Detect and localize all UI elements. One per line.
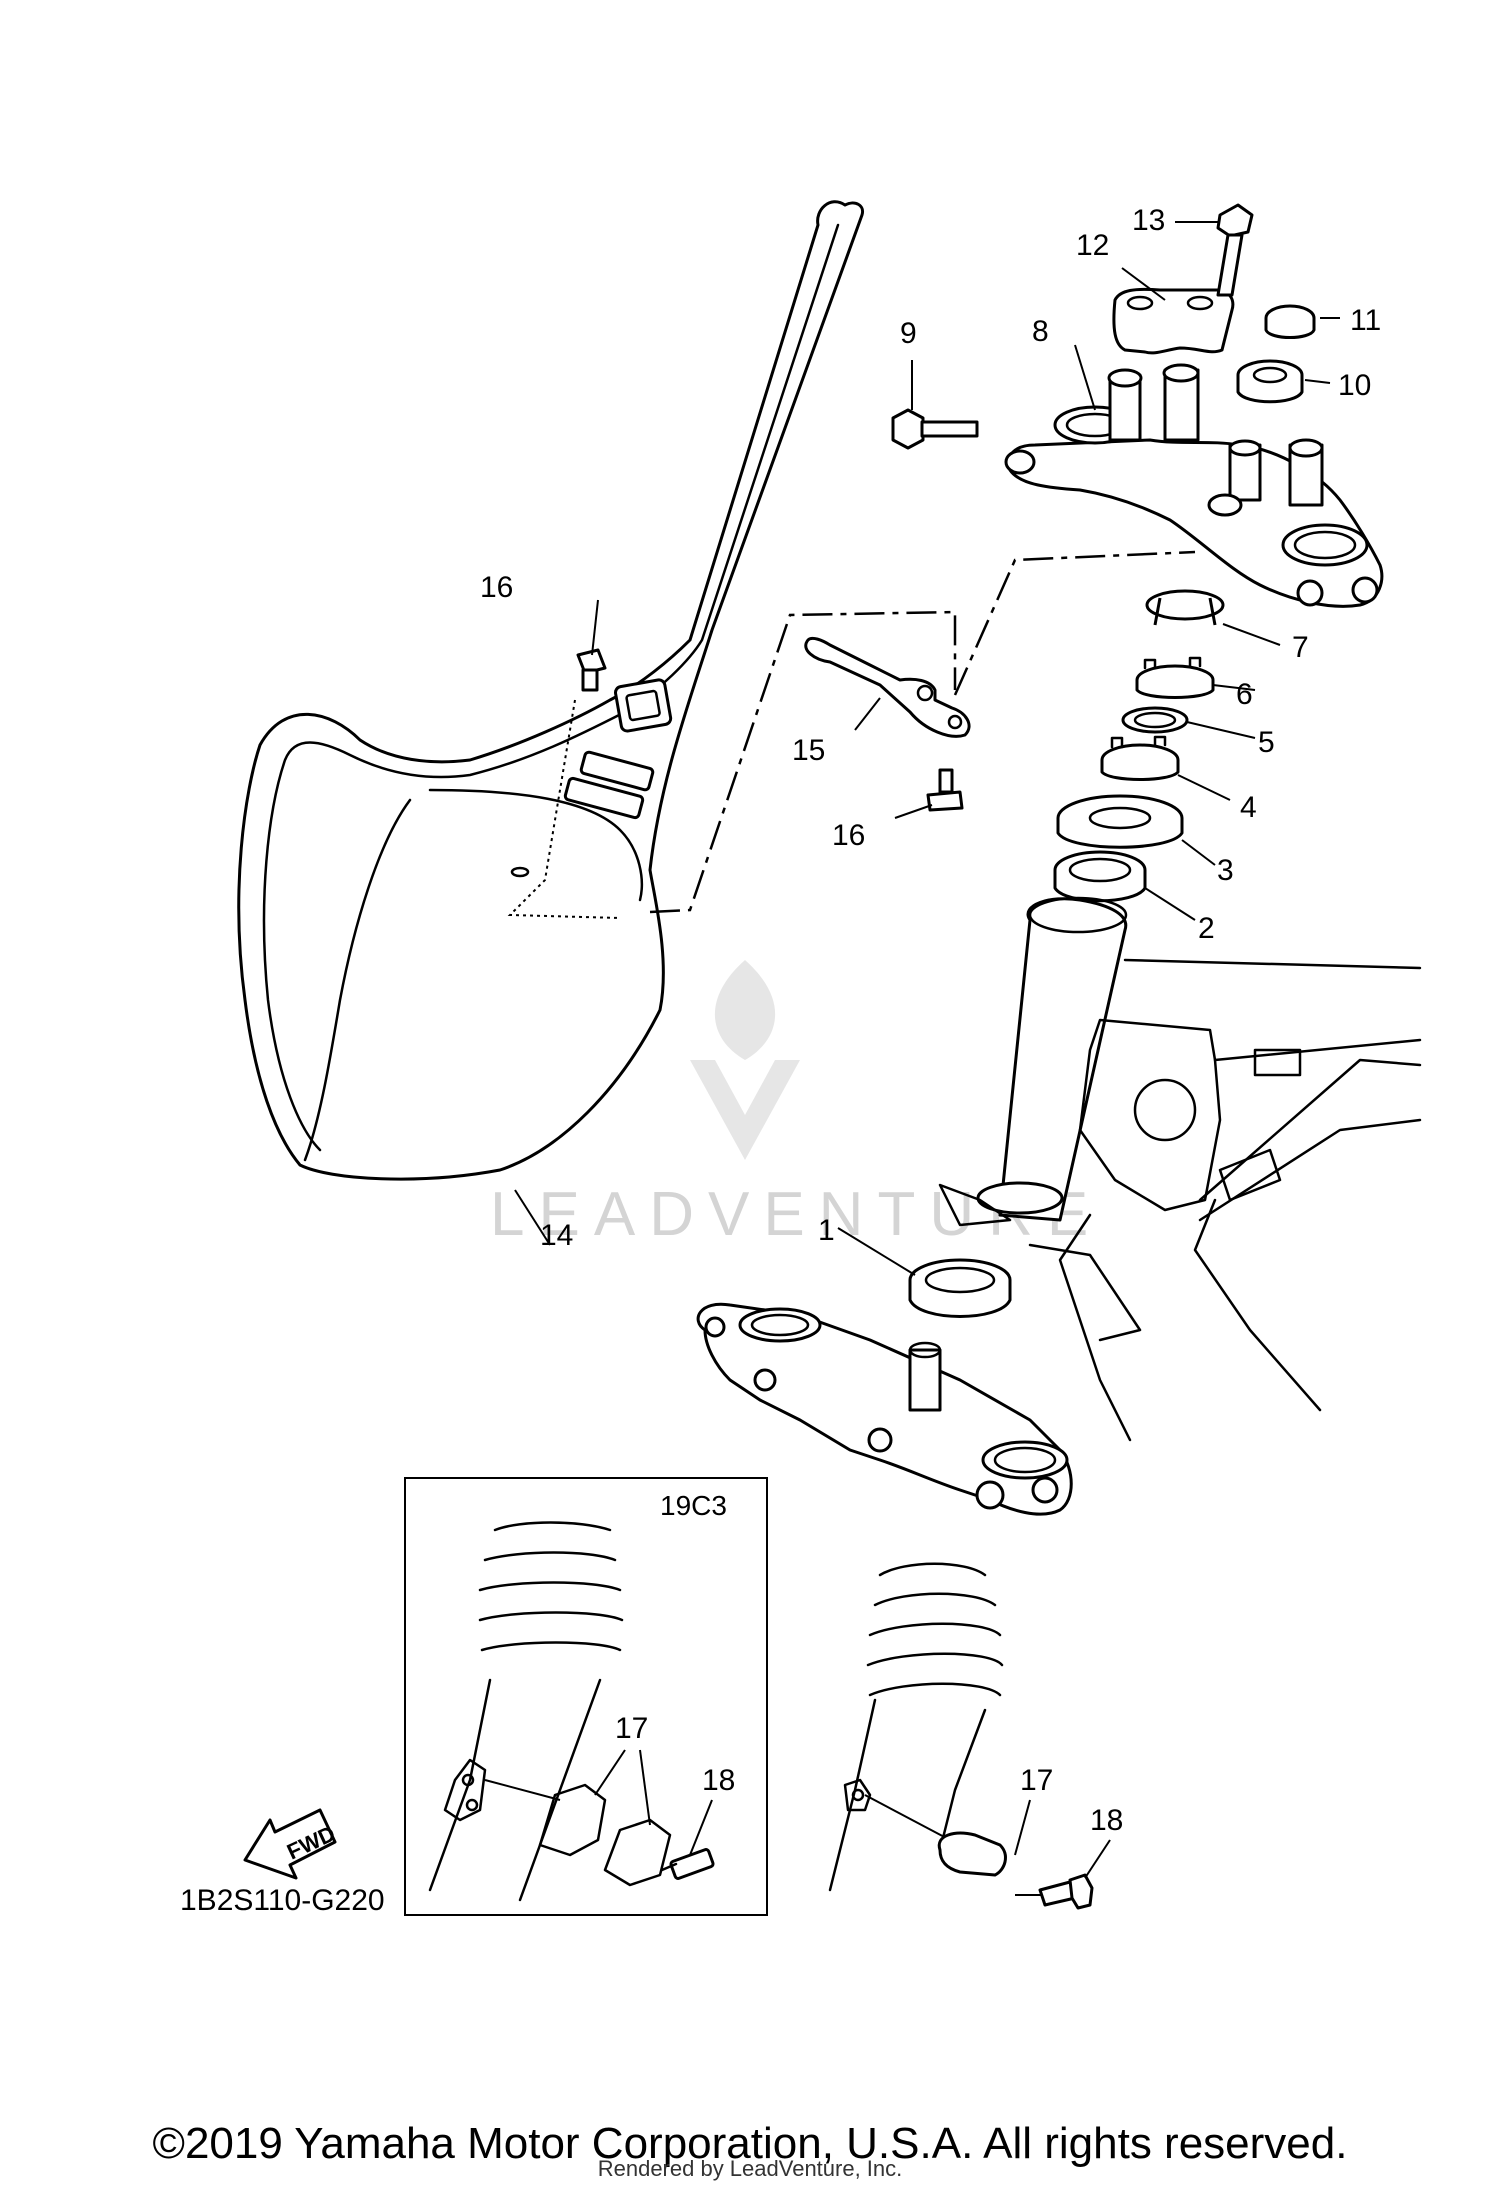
upper-bracket[interactable]: [1004, 363, 1384, 608]
bolt-13[interactable]: [1216, 203, 1254, 297]
right-fork-boot: [828, 1562, 1094, 1910]
cap-11[interactable]: [1264, 304, 1316, 339]
lower-bearing[interactable]: [908, 1258, 1012, 1318]
inset-fork-boot: [428, 1521, 715, 1902]
bolt-9[interactable]: [891, 408, 979, 450]
callout-10[interactable]: 10: [1338, 369, 1371, 402]
inset-code: 19C3: [660, 1490, 727, 1521]
mount-line-upper: [953, 550, 1196, 696]
mount-line-plate: [649, 610, 957, 914]
callout-15[interactable]: 15: [792, 734, 825, 767]
callout-2[interactable]: 2: [1198, 912, 1215, 945]
callout-12[interactable]: 12: [1076, 229, 1109, 262]
watermark-v-icon: [690, 1060, 800, 1160]
callout-18[interactable]: 18: [1090, 1804, 1123, 1837]
callout-17[interactable]: 17: [1020, 1764, 1053, 1797]
lock-washer[interactable]: [1145, 589, 1225, 626]
callout-11[interactable]: 11: [1350, 304, 1381, 337]
callouts: 1 2 3 4 5 6 7 8 9 10 11 12 13 14 15 16 1…: [180, 204, 1381, 1917]
callout-16-upper[interactable]: 16: [480, 571, 513, 604]
rendered-by-text: Rendered by LeadVenture, Inc.: [597, 2156, 903, 2181]
plate-bracket[interactable]: [804, 636, 971, 738]
callout-16-lower[interactable]: 16: [832, 819, 865, 852]
ring-nut-upper[interactable]: [1135, 656, 1215, 699]
bearing-cover[interactable]: [1056, 794, 1184, 849]
inset-box: [404, 1477, 768, 1916]
bolt-16-lower[interactable]: [926, 768, 964, 812]
callout-9[interactable]: 9: [900, 317, 917, 350]
upper-bearing[interactable]: [1053, 850, 1147, 903]
under-bracket[interactable]: [696, 1302, 1073, 1516]
frame-head-pipe: [938, 896, 1422, 1442]
bolt-16-upper[interactable]: [576, 648, 607, 692]
washer-5[interactable]: [1121, 706, 1189, 734]
callout-6[interactable]: 6: [1236, 678, 1253, 711]
callout-17-inset[interactable]: 17: [615, 1712, 648, 1745]
callout-14[interactable]: 14: [540, 1219, 573, 1252]
ring-nut-lower[interactable]: [1100, 735, 1180, 781]
handlebar-holder[interactable]: [1112, 287, 1235, 355]
callout-4[interactable]: 4: [1240, 791, 1257, 824]
watermark-flame-icon: [714, 960, 776, 1060]
callout-5[interactable]: 5: [1258, 726, 1275, 759]
callout-3[interactable]: 3: [1217, 854, 1234, 887]
number-plate[interactable]: [237, 200, 865, 1181]
callout-13[interactable]: 13: [1132, 204, 1165, 237]
callout-18-inset[interactable]: 18: [702, 1764, 735, 1797]
callout-8[interactable]: 8: [1032, 315, 1049, 348]
fwd-arrow-icon: FWD: [243, 1808, 339, 1880]
callout-7[interactable]: 7: [1292, 631, 1309, 664]
leader-lines: [514, 221, 1340, 1879]
copyright-text: ©2019 Yamaha Motor Corporation, U.S.A. A…: [152, 2119, 1348, 2168]
steering-nut[interactable]: [1236, 359, 1304, 404]
callout-1[interactable]: 1: [818, 1214, 835, 1247]
diagram-code: 1B2S110-G220: [180, 1884, 385, 1917]
